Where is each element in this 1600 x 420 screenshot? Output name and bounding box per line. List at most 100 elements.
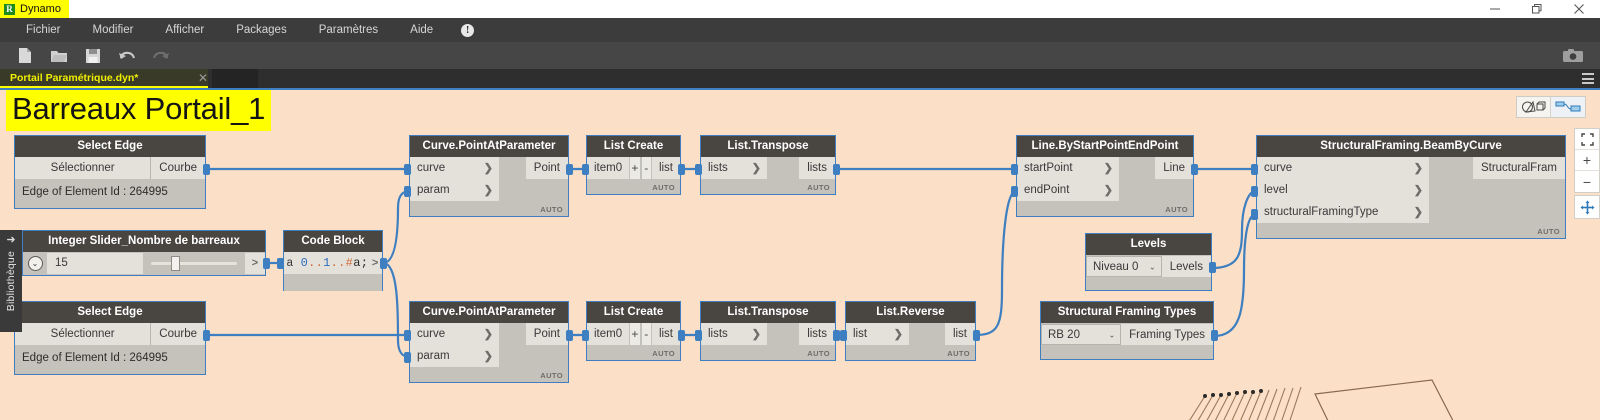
menu-item-modifier[interactable]: Modifier	[92, 24, 134, 36]
slider-thumb[interactable]	[170, 255, 180, 271]
input-port-param[interactable]: param ❯	[410, 345, 499, 367]
node-curve-pointatparameter-top[interactable]: Curve.PointAtParameter curve ❯ Point par…	[409, 135, 569, 217]
port-nub-in[interactable]	[1251, 164, 1258, 175]
zoom-control-panel[interactable]: + −	[1574, 128, 1600, 193]
node-list-transpose-bottom[interactable]: List.Transpose lists ❯ lists AUTO	[700, 301, 836, 361]
add-item-button[interactable]: +	[629, 157, 641, 179]
notification-icon[interactable]: !	[461, 23, 475, 37]
output-port[interactable]: >	[368, 252, 382, 274]
fit-to-screen-button[interactable]	[1575, 129, 1599, 150]
port-nub-out[interactable]	[263, 258, 270, 269]
port-nub-out[interactable]	[203, 330, 210, 341]
new-file-icon[interactable]	[8, 42, 42, 69]
camera-icon[interactable]	[1556, 42, 1590, 69]
levels-dropdown[interactable]: Niveau 0 ⌄	[1086, 256, 1162, 277]
pan-button[interactable]	[1574, 195, 1600, 219]
library-panel-tab[interactable]: Bibliothèque	[0, 230, 22, 332]
menu-item-packages[interactable]: Packages	[236, 24, 287, 36]
port-nub-in[interactable]	[404, 352, 411, 363]
input-port-endpoint[interactable]: endPoint ❯	[1017, 179, 1119, 201]
input-port-startpoint[interactable]: startPoint ❯	[1017, 157, 1119, 179]
save-file-icon[interactable]	[76, 42, 110, 69]
port-nub-in[interactable]	[404, 330, 411, 341]
zoom-out-button[interactable]: −	[1582, 173, 1592, 190]
node-code-block[interactable]: Code Block a 0..1..#a; >	[283, 230, 383, 291]
input-port-level[interactable]: level ❯	[1257, 179, 1429, 201]
output-port-list[interactable]: list	[651, 323, 680, 345]
geometry-view-toggle-icon[interactable]	[1517, 97, 1551, 117]
port-nub-in[interactable]	[582, 330, 589, 341]
input-port-curve[interactable]: curve ❯	[1257, 157, 1429, 179]
port-nub-out[interactable]	[566, 330, 573, 341]
port-nub-out[interactable]	[678, 330, 685, 341]
output-port-point[interactable]: Point	[525, 157, 568, 179]
port-nub-out[interactable]	[678, 164, 685, 175]
menu-item-afficher[interactable]: Afficher	[165, 24, 205, 36]
node-list-create-bottom[interactable]: List Create item0 + - list AUTO	[586, 301, 681, 361]
node-select-edge-top[interactable]: Select Edge Sélectionner Courbe Edge of …	[14, 135, 206, 209]
port-nub-out[interactable]	[833, 164, 840, 175]
slider-collapse-toggle[interactable]: ⌄	[23, 255, 47, 271]
node-list-reverse[interactable]: List.Reverse list ❯ list AUTO	[845, 301, 976, 361]
port-nub-in[interactable]	[582, 164, 589, 175]
output-port-framing-types[interactable]: Framing Types	[1121, 324, 1213, 345]
input-port-item0[interactable]: item0	[587, 323, 630, 345]
port-nub-out[interactable]	[833, 330, 840, 341]
node-select-edge-bottom[interactable]: Select Edge Sélectionner Courbe Edge of …	[14, 301, 206, 375]
port-nub-in[interactable]	[1251, 186, 1258, 197]
port-nub-out[interactable]	[566, 164, 573, 175]
menu-item-fichier[interactable]: Fichier	[26, 24, 61, 36]
node-structuralframing-beambycurve[interactable]: StructuralFraming.BeamByCurve curve ❯ St…	[1256, 135, 1566, 239]
port-nub-in[interactable]	[404, 164, 411, 175]
select-button[interactable]: Sélectionner	[15, 323, 152, 345]
output-port-lists[interactable]: lists	[799, 323, 835, 345]
add-item-button[interactable]: +	[629, 323, 641, 345]
menu-item-parametres[interactable]: Paramètres	[318, 24, 379, 36]
port-nub-out[interactable]	[1209, 262, 1216, 273]
port-nub-in[interactable]	[404, 186, 411, 197]
output-port-line[interactable]: Line	[1155, 157, 1193, 179]
code-editor[interactable]: 0..1..#a;	[295, 252, 369, 274]
close-icon[interactable]	[1558, 0, 1600, 18]
tab-portail-parametrique[interactable]: Portail Paramétrique.dyn*	[0, 69, 208, 88]
port-nub-in[interactable]	[1011, 186, 1018, 197]
output-port-list[interactable]: list	[944, 323, 975, 345]
port-nub-out[interactable]	[1211, 330, 1218, 341]
input-port-lists[interactable]: lists ❯	[701, 157, 767, 179]
output-port-levels[interactable]: Levels	[1161, 256, 1211, 277]
port-nub-in[interactable]	[277, 258, 284, 269]
output-port-structuralframing[interactable]: StructuralFram	[1472, 157, 1565, 179]
hamburger-menu-icon[interactable]	[1582, 73, 1594, 84]
node-list-transpose-top[interactable]: List.Transpose lists ❯ lists AUTO	[700, 135, 836, 195]
minimize-icon[interactable]	[1474, 0, 1516, 18]
output-port-point[interactable]: Point	[525, 323, 568, 345]
remove-item-button[interactable]: -	[640, 157, 652, 179]
port-nub-in[interactable]	[1011, 164, 1018, 175]
open-file-icon[interactable]	[42, 42, 76, 69]
port-nub-out[interactable]	[380, 258, 387, 269]
graph-view-toggle-icon[interactable]	[1551, 97, 1585, 117]
remove-item-button[interactable]: -	[640, 323, 652, 345]
port-nub-in[interactable]	[695, 330, 702, 341]
tab-close-icon[interactable]: ✕	[197, 71, 209, 85]
library-expand-arrow[interactable]: ➜	[0, 230, 22, 248]
select-button[interactable]: Sélectionner	[15, 157, 152, 179]
graph-canvas[interactable]: Barreaux Portail_1 ➜ Bibliothèque Select…	[0, 88, 1600, 420]
input-port-curve[interactable]: curve ❯	[410, 323, 499, 345]
input-port-curve[interactable]: curve ❯	[410, 157, 499, 179]
slider-value-input[interactable]: 15	[47, 252, 143, 274]
redo-icon[interactable]	[144, 42, 178, 69]
port-nub-in[interactable]	[840, 330, 847, 341]
output-port-value[interactable]: >	[245, 252, 265, 274]
output-port-list[interactable]: list	[651, 157, 680, 179]
node-list-create-top[interactable]: List Create item0 + - list AUTO	[586, 135, 681, 195]
port-nub-in[interactable]	[695, 164, 702, 175]
node-curve-pointatparameter-bottom[interactable]: Curve.PointAtParameter curve ❯ Point par…	[409, 301, 569, 383]
restore-icon[interactable]	[1516, 0, 1558, 18]
framing-type-dropdown[interactable]: RB 20 ⌄	[1041, 324, 1122, 345]
output-port-lists[interactable]: lists	[799, 157, 835, 179]
zoom-in-button[interactable]: +	[1575, 150, 1599, 171]
input-port-param[interactable]: param ❯	[410, 179, 499, 201]
node-levels[interactable]: Levels Niveau 0 ⌄ Levels	[1085, 233, 1212, 291]
port-nub-out[interactable]	[203, 164, 210, 175]
